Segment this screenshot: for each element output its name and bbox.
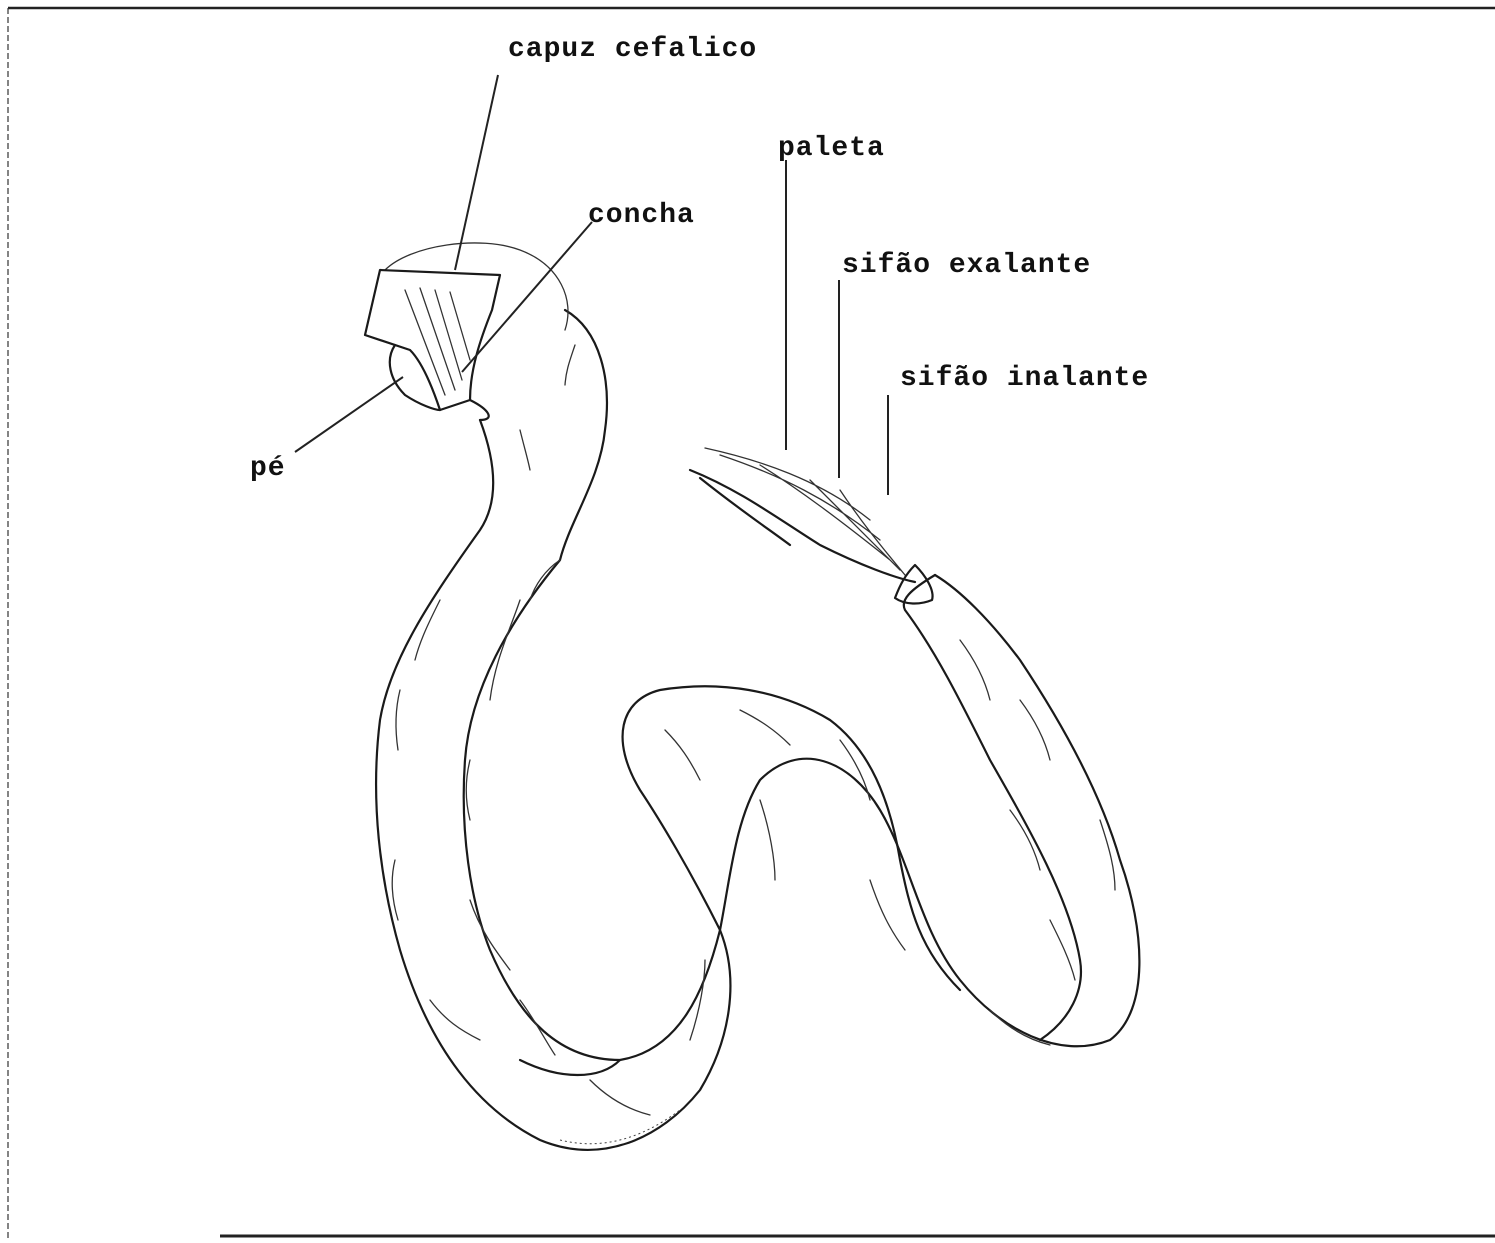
label-paleta: paleta <box>778 133 885 164</box>
leader-capuz <box>455 75 498 270</box>
head <box>365 243 568 420</box>
body-inner-outline <box>376 420 1081 1150</box>
labels: capuz cefalico paleta concha sifão exala… <box>250 34 1149 484</box>
label-concha: concha <box>588 200 695 231</box>
body-lower-loop <box>520 1060 620 1075</box>
label-sifao-inalante: sifão inalante <box>900 363 1149 394</box>
neck-outline <box>470 400 489 420</box>
leader-pe <box>295 377 403 452</box>
pallet-outline <box>690 470 915 582</box>
label-capuz-cefalico: capuz cefalico <box>508 34 757 65</box>
shell-stripes <box>405 288 470 395</box>
leader-concha <box>462 222 592 372</box>
siphon-fibers <box>705 448 905 575</box>
siphons <box>690 448 933 604</box>
siphon-lower-outline <box>700 478 790 545</box>
siphon-collar <box>895 565 933 604</box>
figure-border <box>8 8 1495 1238</box>
label-pe: pé <box>250 453 286 484</box>
body-outer-outline <box>464 310 1140 1060</box>
worm-body <box>376 310 1139 1150</box>
capuz-cefalico-outline <box>385 243 568 330</box>
label-sifao-exalante: sifão exalante <box>842 250 1091 281</box>
